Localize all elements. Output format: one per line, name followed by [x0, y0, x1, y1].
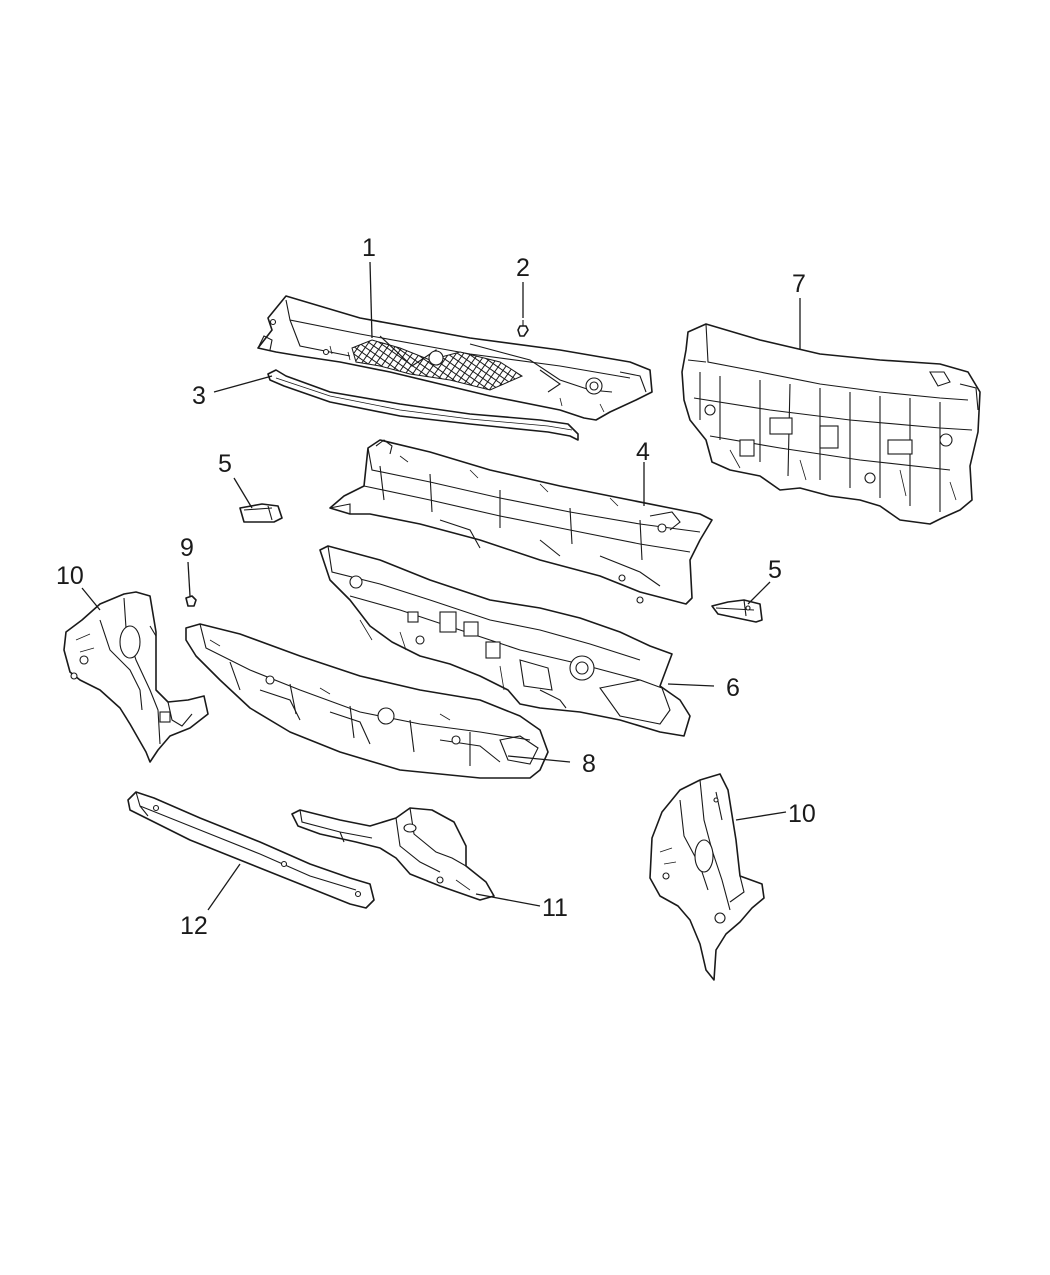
callout-3: 3: [192, 382, 206, 410]
callout-4: 4: [636, 438, 650, 466]
part-10-side-panel-right: [649, 773, 765, 981]
part-6-dash-lower: [319, 545, 691, 737]
part-9-clip: [185, 595, 197, 607]
part-4-plenum: [329, 439, 713, 605]
part-8-insulator: [185, 623, 549, 779]
leader-5a: [233, 477, 253, 509]
part-12-reinforcement-bar: [127, 791, 375, 909]
callouts: 1 2 3 4 5 5 6 7 8 9 10 10 11 12: [56, 234, 816, 940]
leader-10a: [81, 587, 101, 611]
callout-10b: 10: [788, 800, 816, 828]
callout-1: 1: [362, 234, 376, 262]
leader-11: [475, 893, 541, 907]
callout-11: 11: [542, 894, 568, 922]
part-11-bracket: [291, 807, 495, 901]
callout-10a: 10: [56, 562, 84, 590]
callout-5b: 5: [768, 556, 782, 584]
part-3-seal: [267, 369, 579, 441]
part-10-side-panel-left: [63, 591, 209, 763]
callout-6: 6: [726, 674, 740, 702]
leader-10b: [735, 811, 787, 821]
leader-1: [369, 261, 373, 339]
callout-2: 2: [516, 254, 530, 282]
leader-9: [187, 561, 191, 597]
leader-12: [207, 863, 241, 911]
part-2-fastener: [517, 320, 529, 337]
callout-8: 8: [582, 750, 596, 778]
part-7-dash-panel: [681, 323, 981, 525]
leader-3: [213, 375, 273, 393]
leader-6: [667, 683, 715, 687]
leader-5b: [747, 581, 771, 605]
leader-8: [507, 755, 571, 763]
part-5-block-left: [239, 503, 283, 523]
callout-12: 12: [180, 912, 208, 940]
callout-5a: 5: [218, 450, 232, 478]
part-5-block-right: [711, 599, 763, 623]
part-1-cowl-grille: [257, 295, 653, 421]
callout-7: 7: [792, 270, 806, 298]
callout-9: 9: [180, 534, 194, 562]
leader-lines: [81, 261, 801, 911]
